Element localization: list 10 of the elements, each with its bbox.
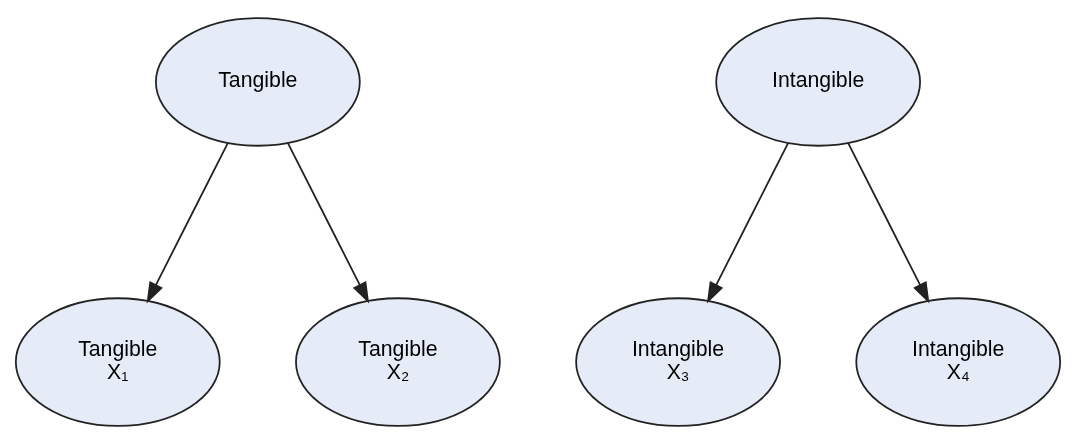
- node-ellipse: Intangible X₃: [575, 296, 781, 427]
- arrow: [706, 141, 789, 303]
- node-ellipse: Tangible: [155, 16, 361, 147]
- node-ellipse: Tangible X₁: [14, 296, 221, 427]
- node-ellipse: Intangible: [715, 16, 921, 147]
- arrow: [146, 141, 229, 303]
- node-ellipse: Intangible X₄: [855, 296, 1062, 427]
- arrow: [847, 141, 930, 303]
- arrow: [287, 141, 370, 303]
- node-ellipse: Tangible X₂: [295, 296, 501, 427]
